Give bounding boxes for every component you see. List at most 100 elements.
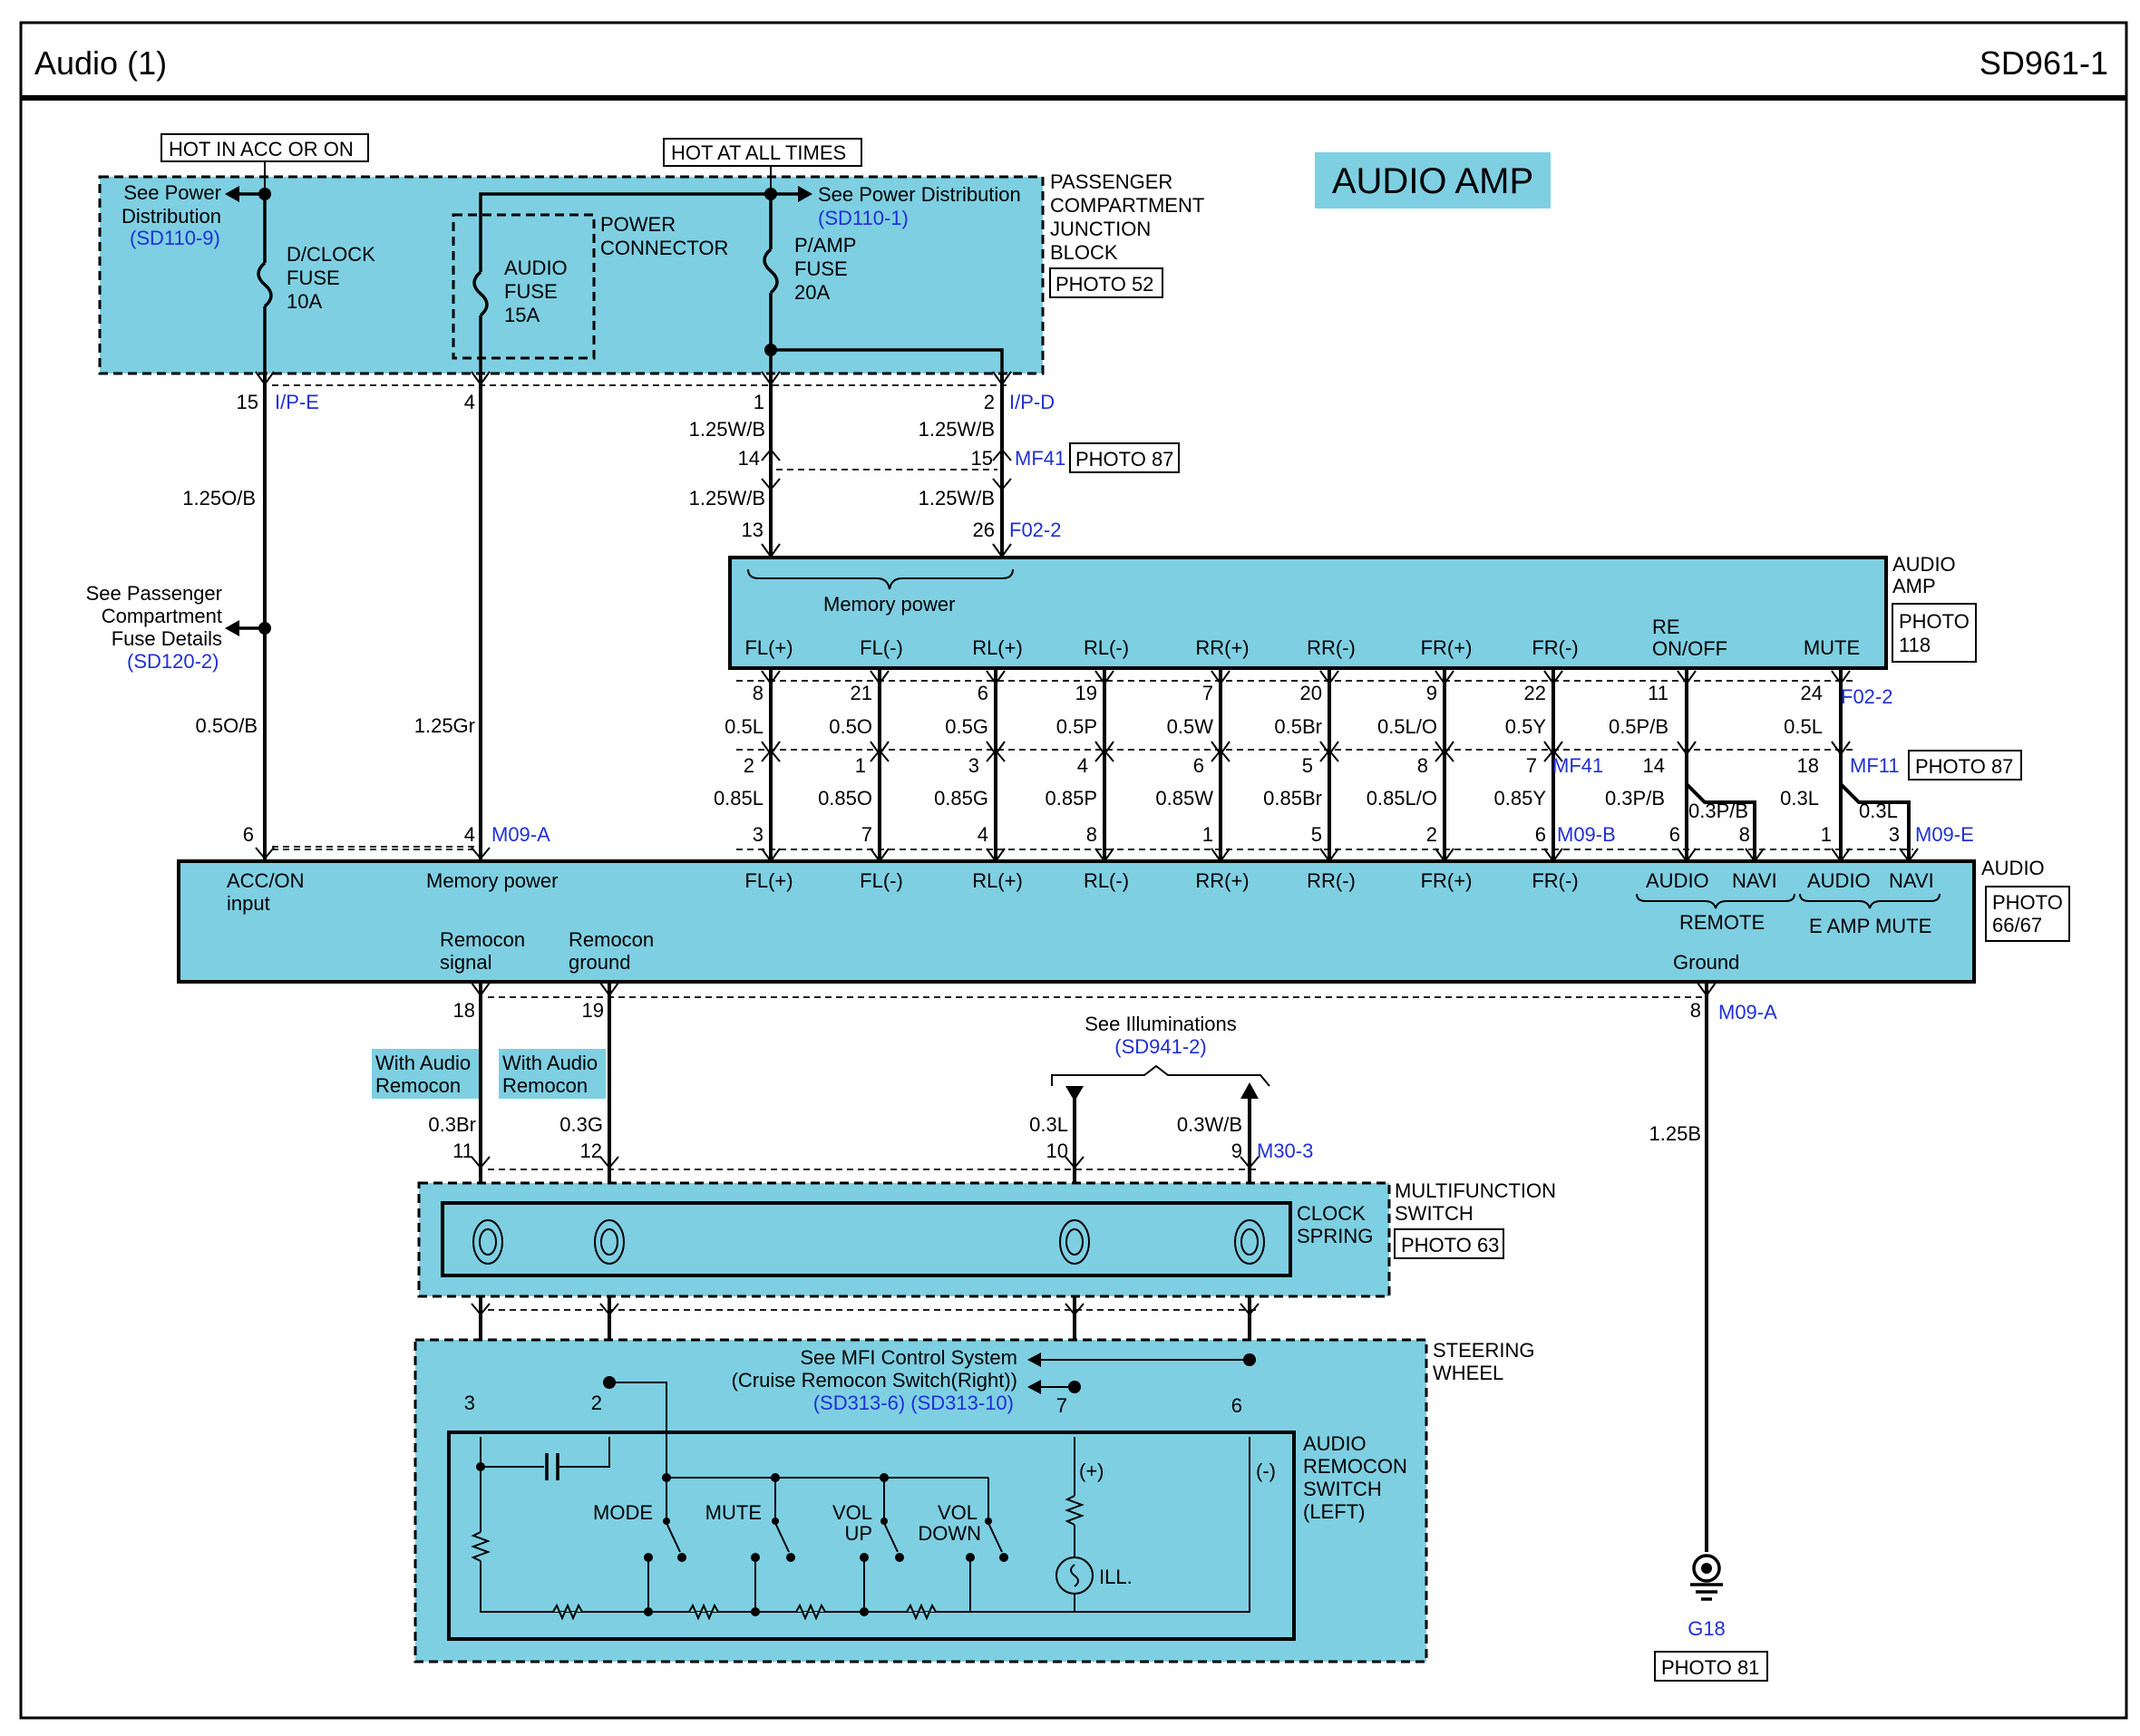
svg-text:5: 5 [1311, 823, 1322, 846]
svg-text:(SD120-2): (SD120-2) [127, 650, 219, 673]
connector-chevron [1094, 741, 1114, 756]
svg-text:8: 8 [1690, 999, 1701, 1022]
svg-text:AUDIO: AUDIO [1807, 869, 1871, 892]
connector-chevron [1543, 749, 1563, 762]
svg-text:RR(+): RR(+) [1195, 869, 1249, 892]
svg-text:9: 9 [1426, 682, 1437, 704]
svg-text:FUSE: FUSE [504, 280, 558, 303]
svg-text:AMP: AMP [1892, 575, 1936, 597]
svg-text:With Audio: With Audio [375, 1052, 471, 1074]
svg-text:RL(-): RL(-) [1084, 636, 1129, 659]
connector-chevron [986, 741, 1006, 756]
connector-chevron [1435, 741, 1454, 756]
svg-text:DOWN: DOWN [918, 1522, 981, 1545]
control-branch-1 [1839, 782, 1911, 861]
svg-text:MF41: MF41 [1552, 754, 1603, 777]
connector-chevron [1319, 741, 1339, 756]
ground-g18-icon [1690, 1554, 1723, 1601]
svg-text:19: 19 [1075, 682, 1097, 704]
svg-text:1: 1 [754, 391, 764, 413]
svg-text:11: 11 [1648, 682, 1668, 704]
svg-text:6: 6 [1231, 1394, 1242, 1417]
svg-text:Remocon: Remocon [502, 1074, 588, 1097]
svg-text:10A: 10A [287, 290, 322, 313]
svg-text:RR(-): RR(-) [1307, 636, 1356, 659]
svg-text:6: 6 [1193, 754, 1204, 777]
svg-text:FUSE: FUSE [287, 267, 340, 289]
arrow-right-icon [798, 186, 812, 202]
connector-chevron [1094, 749, 1114, 762]
svg-text:6: 6 [1535, 823, 1546, 846]
connector-chevron [1211, 670, 1230, 685]
svg-text:(-): (-) [1256, 1460, 1276, 1482]
svg-text:(SD110-9): (SD110-9) [130, 227, 220, 249]
svg-text:7: 7 [1202, 682, 1213, 704]
svg-text:PHOTO 63: PHOTO 63 [1401, 1234, 1499, 1256]
svg-text:8: 8 [1739, 823, 1750, 846]
svg-text:REMOTE: REMOTE [1679, 911, 1765, 934]
svg-text:PHOTO 87: PHOTO 87 [1075, 448, 1173, 470]
hot-all-label: HOT AT ALL TIMES [671, 141, 846, 164]
svg-text:3: 3 [1889, 823, 1900, 846]
svg-text:2: 2 [984, 391, 995, 413]
audio-amp-unit: Memory power AUDIO AMP PHOTO 118 RE ON/O… [728, 553, 1977, 670]
svg-text:input: input [227, 892, 270, 915]
connector-chevron [1319, 670, 1339, 685]
arrow-left-icon [225, 186, 239, 202]
svg-text:MUTE: MUTE [1804, 636, 1860, 659]
page-title: Audio (1) [34, 44, 167, 82]
multifunction-switch: CLOCK SPRING MULTIFUNCTION SWITCH PHOTO … [417, 1179, 1556, 1298]
svg-text:0.5L: 0.5L [1784, 715, 1823, 738]
svg-text:15A: 15A [504, 304, 540, 326]
speaker-wires [761, 668, 1919, 863]
svg-text:See Power: See Power [123, 181, 221, 204]
connector-chevron [870, 741, 890, 756]
ground-id: G18 [1688, 1617, 1726, 1640]
svg-text:0.85O: 0.85O [818, 787, 872, 810]
svg-text:MODE: MODE [593, 1501, 653, 1524]
resistor-icon [471, 1531, 491, 1562]
svg-text:(LEFT): (LEFT) [1303, 1500, 1365, 1523]
svg-text:JUNCTION: JUNCTION [1050, 218, 1151, 240]
svg-text:0.85Y: 0.85Y [1494, 787, 1547, 810]
svg-text:0.85P: 0.85P [1046, 787, 1098, 810]
svg-text:AUDIO: AUDIO [1892, 553, 1956, 576]
svg-text:ground: ground [569, 951, 631, 974]
svg-text:0.5P: 0.5P [1056, 715, 1097, 738]
svg-text:FL(-): FL(-) [860, 636, 903, 659]
fuse-audio-icon [472, 222, 489, 372]
svg-text:PHOTO 87: PHOTO 87 [1915, 755, 2013, 778]
svg-text:20A: 20A [794, 281, 830, 304]
svg-text:Distribution: Distribution [122, 205, 221, 228]
svg-text:POWER: POWER [600, 213, 676, 236]
svg-text:0.3Br: 0.3Br [428, 1113, 476, 1136]
svg-text:FUSE: FUSE [794, 257, 848, 280]
svg-text:RE: RE [1652, 616, 1680, 638]
svg-text:0.5P/B: 0.5P/B [1609, 715, 1668, 738]
svg-text:WHEEL: WHEEL [1433, 1362, 1503, 1384]
svg-text:Remocon: Remocon [440, 928, 525, 951]
svg-text:Ground: Ground [1673, 951, 1739, 974]
svg-text:8: 8 [1086, 823, 1097, 846]
svg-text:CONNECTOR: CONNECTOR [600, 237, 728, 259]
svg-text:0.85G: 0.85G [934, 787, 988, 810]
svg-text:Compartment: Compartment [102, 605, 222, 627]
audio-remocon-switch: AUDIO REMOCON SWITCH (LEFT) [447, 1431, 1407, 1641]
svg-text:FR(+): FR(+) [1421, 636, 1473, 659]
svg-text:21: 21 [851, 682, 872, 704]
arrow-up-icon [1240, 1082, 1259, 1099]
ground-photo: PHOTO 81 [1661, 1656, 1759, 1679]
svg-text:20: 20 [1300, 682, 1322, 704]
svg-text:E AMP MUTE: E AMP MUTE [1809, 915, 1931, 937]
svg-text:VOL: VOL [938, 1501, 978, 1524]
svg-text:0.3W/B: 0.3W/B [1177, 1113, 1242, 1136]
svg-text:0.3L: 0.3L [1859, 800, 1898, 822]
connector-chevron [870, 749, 890, 762]
svg-text:6: 6 [243, 823, 254, 846]
svg-text:7: 7 [1056, 1394, 1067, 1417]
connector-ipe: I/P-E [275, 391, 319, 413]
svg-text:26: 26 [973, 519, 995, 541]
svg-text:MULTIFUNCTION: MULTIFUNCTION [1395, 1179, 1556, 1202]
svg-text:FL(-): FL(-) [860, 869, 903, 892]
svg-text:1.25B: 1.25B [1649, 1122, 1702, 1145]
